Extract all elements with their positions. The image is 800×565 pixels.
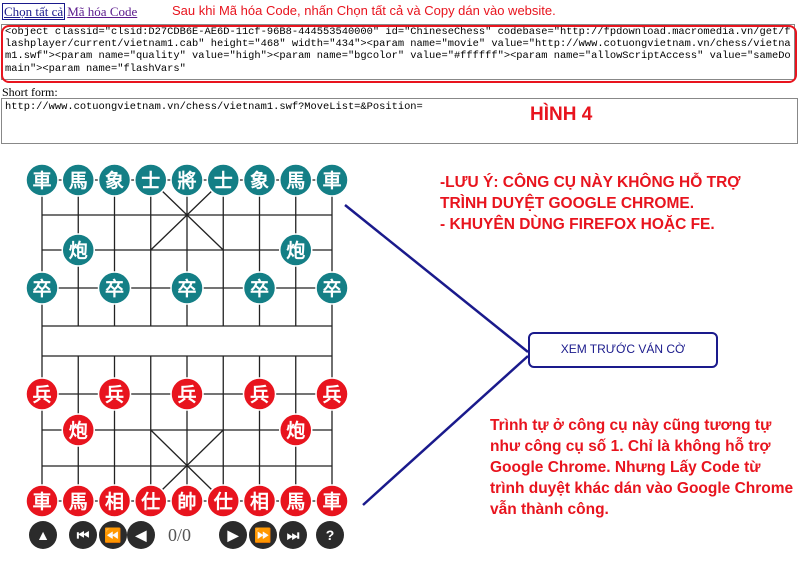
svg-text:卒: 卒 bbox=[250, 277, 269, 300]
chess-piece[interactable]: 將 bbox=[170, 163, 204, 197]
chess-piece[interactable]: 馬 bbox=[61, 163, 95, 197]
chess-piece[interactable]: 相 bbox=[97, 484, 132, 518]
rewind-icon[interactable]: ⏪ bbox=[99, 521, 127, 549]
chess-piece[interactable]: 士 bbox=[206, 163, 240, 197]
chess-piece[interactable]: 馬 bbox=[61, 484, 95, 518]
svg-text:象: 象 bbox=[105, 169, 124, 192]
chess-piece[interactable]: 象 bbox=[242, 163, 277, 197]
chess-piece[interactable]: 兵 bbox=[315, 377, 349, 411]
chess-piece[interactable]: 車 bbox=[315, 163, 349, 197]
svg-text:兵: 兵 bbox=[32, 384, 51, 406]
svg-text:炮: 炮 bbox=[286, 239, 305, 262]
code-textarea[interactable]: <object classid="clsid:D27CDB6E-AE6D-11c… bbox=[1, 24, 795, 80]
svg-text:帥: 帥 bbox=[177, 490, 196, 513]
svg-text:卒: 卒 bbox=[177, 277, 196, 300]
palace-diagonal bbox=[150, 179, 224, 251]
chess-piece[interactable]: 卒 bbox=[315, 271, 349, 305]
svg-text:兵: 兵 bbox=[322, 384, 341, 406]
last-move-icon[interactable]: ⏭ bbox=[279, 521, 307, 549]
warning-line: - KHUYÊN DÙNG FIREFOX HOẶC FE. bbox=[440, 216, 715, 233]
chess-piece[interactable]: 兵 bbox=[242, 377, 277, 411]
svg-text:炮: 炮 bbox=[69, 419, 88, 442]
chess-board: 車馬象士將士象馬車炮炮卒卒卒卒卒兵兵兵兵兵炮炮車馬相仕帥仕相馬車 bbox=[25, 163, 349, 518]
instruction-text: Sau khi Mã hóa Code, nhấn Chọn tất cả và… bbox=[172, 3, 556, 18]
first-move-icon[interactable]: ⏮ bbox=[69, 521, 97, 549]
figure-label: HÌNH 4 bbox=[530, 104, 593, 125]
svg-text:將: 將 bbox=[177, 169, 196, 192]
move-counter: 0/0 bbox=[168, 525, 192, 545]
svg-text:車: 車 bbox=[32, 490, 51, 513]
preview-game-button[interactable]: XEM TRƯỚC VÁN CỜ bbox=[528, 332, 718, 368]
svg-text:卒: 卒 bbox=[32, 277, 51, 300]
svg-text:士: 士 bbox=[141, 170, 160, 192]
warning-line: -LƯU Ý: CÔNG CỤ NÀY KHÔNG HỖ TRỢ bbox=[440, 174, 741, 191]
chess-piece[interactable]: 馬 bbox=[279, 163, 313, 197]
chess-piece[interactable]: 炮 bbox=[61, 233, 95, 267]
next-move-icon[interactable]: ▶ bbox=[219, 521, 247, 549]
svg-text:炮: 炮 bbox=[286, 419, 305, 442]
chess-piece[interactable]: 炮 bbox=[279, 413, 313, 447]
chess-piece[interactable]: 車 bbox=[315, 484, 349, 518]
chess-piece[interactable]: 相 bbox=[242, 484, 277, 518]
chess-piece[interactable]: 象 bbox=[97, 163, 132, 197]
upload-icon[interactable]: ▲ bbox=[29, 521, 57, 549]
chess-piece[interactable]: 士 bbox=[134, 163, 168, 197]
svg-text:炮: 炮 bbox=[69, 239, 88, 262]
encode-code-button[interactable]: Mã hóa Code bbox=[67, 4, 138, 19]
svg-text:馬: 馬 bbox=[69, 170, 88, 192]
chess-piece[interactable]: 炮 bbox=[61, 413, 95, 447]
chess-piece[interactable]: 卒 bbox=[170, 271, 204, 305]
chess-piece[interactable]: 車 bbox=[25, 484, 59, 518]
chess-piece[interactable]: 炮 bbox=[279, 233, 313, 267]
svg-text:相: 相 bbox=[105, 491, 124, 513]
palace-diagonal bbox=[150, 429, 224, 502]
chess-piece[interactable]: 帥 bbox=[170, 484, 204, 518]
chess-piece[interactable]: 兵 bbox=[97, 377, 132, 411]
chess-piece[interactable]: 車 bbox=[25, 163, 59, 197]
svg-text:兵: 兵 bbox=[177, 384, 196, 406]
short-form-textarea[interactable]: http://www.cotuongvietnam.vn/chess/vietn… bbox=[1, 98, 798, 144]
warning-text: -LƯU Ý: CÔNG CỤ NÀY KHÔNG HỖ TRỢ TRÌNH D… bbox=[440, 172, 780, 235]
chess-piece[interactable]: 馬 bbox=[279, 484, 313, 518]
svg-text:仕: 仕 bbox=[213, 490, 233, 513]
svg-text:車: 車 bbox=[32, 169, 51, 192]
svg-text:士: 士 bbox=[214, 170, 233, 192]
description-text: Trình tự ở công cụ này cũng tương tự như… bbox=[490, 417, 794, 518]
playback-controls: ▲ ⏮⏪◀ ▶⏩⏭? bbox=[0, 0, 360, 565]
svg-text:兵: 兵 bbox=[250, 384, 269, 406]
chess-piece[interactable]: 仕 bbox=[206, 484, 240, 518]
chess-piece[interactable]: 兵 bbox=[25, 377, 59, 411]
svg-text:馬: 馬 bbox=[286, 170, 305, 192]
fast-forward-icon[interactable]: ⏩ bbox=[249, 521, 277, 549]
short-form-label: Short form: bbox=[2, 85, 58, 99]
select-all-button[interactable]: Chọn tất cả bbox=[2, 3, 66, 20]
svg-text:兵: 兵 bbox=[105, 384, 124, 406]
svg-text:仕: 仕 bbox=[140, 490, 160, 513]
svg-text:車: 車 bbox=[322, 490, 341, 513]
svg-text:馬: 馬 bbox=[286, 491, 305, 513]
chess-piece[interactable]: 兵 bbox=[170, 377, 204, 411]
chess-piece[interactable]: 仕 bbox=[134, 484, 168, 518]
warning-line: TRÌNH DUYỆT GOOGLE CHROME. bbox=[440, 195, 695, 212]
svg-text:象: 象 bbox=[250, 169, 269, 192]
svg-text:相: 相 bbox=[250, 491, 269, 513]
chess-piece[interactable]: 卒 bbox=[242, 271, 277, 305]
chess-piece[interactable]: 卒 bbox=[97, 271, 132, 305]
chess-piece[interactable]: 卒 bbox=[25, 271, 59, 305]
svg-text:車: 車 bbox=[322, 169, 341, 192]
svg-text:馬: 馬 bbox=[69, 491, 88, 513]
svg-text:卒: 卒 bbox=[322, 277, 341, 300]
prev-move-icon[interactable]: ◀ bbox=[127, 521, 155, 549]
help-icon[interactable]: ? bbox=[316, 521, 344, 549]
svg-text:卒: 卒 bbox=[105, 277, 124, 300]
